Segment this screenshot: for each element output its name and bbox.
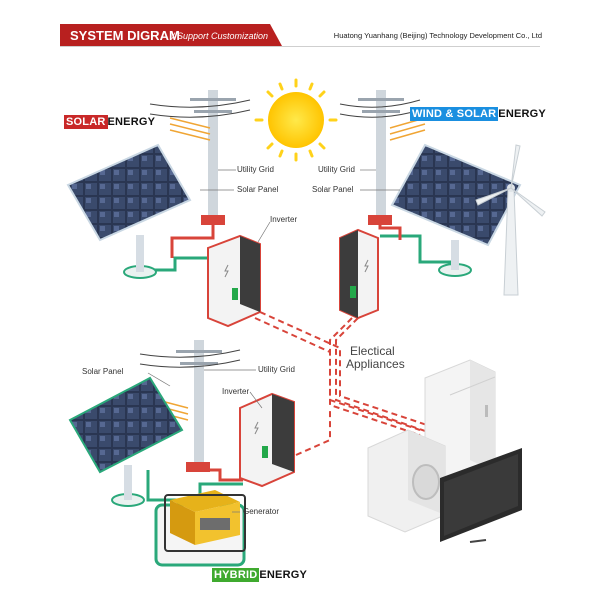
label-solar-panel-bottom: Solar Panel <box>82 367 124 376</box>
header-banner <box>60 24 282 46</box>
label-utility-grid-bottom: Utility Grid <box>258 365 295 374</box>
inverter-bottom <box>239 392 295 488</box>
inverter-top-left <box>207 234 261 328</box>
solar-panel-bottom <box>68 376 184 507</box>
solar-panel-top-left <box>66 143 192 279</box>
header-divider <box>60 46 540 47</box>
sun-icon <box>254 78 338 162</box>
page-title: SYSTEM DIGRAM <box>70 28 180 43</box>
inverter-top-right <box>339 228 379 320</box>
appliance-cables <box>254 311 431 456</box>
page-subtitle: / Support Customization <box>172 31 269 41</box>
utility-pole-top-left <box>149 90 251 225</box>
label-inverter-tl: Inverter <box>270 215 298 224</box>
television-icon <box>440 448 522 543</box>
solar-panel-top-right <box>390 143 522 277</box>
washing-machine-icon <box>367 429 446 533</box>
wind-turbine <box>475 144 546 296</box>
label-utility-grid-tr: Utility Grid <box>318 165 355 174</box>
label-generator: Generator <box>243 507 280 516</box>
label-electrical-appliances-line1: Electical <box>350 344 395 358</box>
label-solar-panel-tr: Solar Panel <box>312 185 354 194</box>
label-electrical-appliances-line2: Appliances <box>346 357 405 371</box>
label-solar-panel-tl: Solar Panel <box>237 185 279 194</box>
utility-pole-top-right <box>339 90 426 225</box>
label-inverter-bottom: Inverter <box>222 387 250 396</box>
label-utility-grid-tl: Utility Grid <box>237 165 274 174</box>
company-name: Huatong Yuanhang (Beijing) Technology De… <box>333 31 542 40</box>
generator-icon <box>154 490 246 567</box>
